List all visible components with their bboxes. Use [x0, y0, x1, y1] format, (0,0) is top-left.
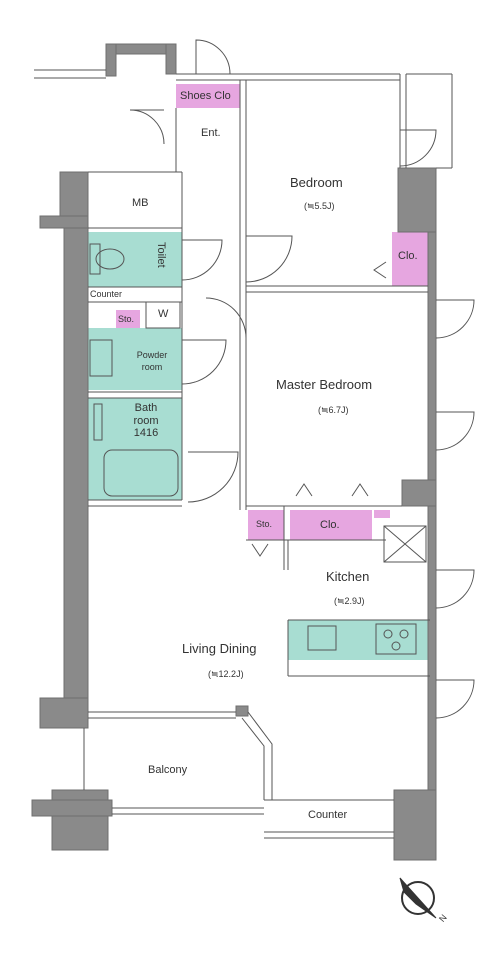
kitchen-label: Kitchen — [326, 569, 370, 584]
wall — [105, 43, 117, 77]
bedroom-closet-area — [392, 232, 428, 286]
fridge-space — [383, 525, 427, 563]
storage-label: Sto. — [256, 519, 273, 529]
closet-door[interactable] — [351, 483, 369, 497]
kitchen-counter-area — [288, 620, 430, 660]
compass-icon — [399, 877, 437, 919]
entrance-label: Ent. — [201, 127, 221, 139]
wall — [165, 43, 177, 75]
closet-door[interactable] — [295, 483, 313, 497]
bath-door[interactable] — [187, 451, 239, 503]
bedroom-window-door[interactable] — [399, 129, 437, 167]
bedroom-area-label: (≒5.5J) — [304, 201, 335, 211]
partition — [247, 711, 273, 800]
master-door[interactable] — [205, 297, 247, 339]
counter-small-label: Counter — [90, 289, 123, 299]
counter-label: Counter — [308, 809, 348, 821]
mb-label: MB — [132, 197, 149, 209]
master-bedroom-label: Master Bedroom — [276, 377, 373, 392]
toilet-area — [88, 232, 182, 287]
vanity — [89, 339, 113, 377]
bathroom-label: Bath room 1416 — [133, 402, 159, 440]
wall — [397, 167, 437, 233]
wall — [39, 697, 89, 729]
wall — [31, 799, 113, 817]
washer-label: W — [158, 308, 169, 320]
shoes-closet-label: Shoes Clo — [180, 90, 231, 102]
wall — [63, 227, 89, 699]
burner — [399, 629, 409, 639]
wall — [51, 789, 109, 851]
living-dining-area-label: (≒12.2J) — [208, 669, 244, 679]
storage-area — [248, 510, 284, 540]
wall — [393, 789, 437, 861]
living-dining-label: Living Dining — [182, 641, 257, 656]
living-window-door[interactable] — [435, 679, 475, 719]
master-bedroom-area-label: (≒6.7J) — [318, 405, 349, 415]
master-window-door[interactable] — [435, 411, 475, 451]
wall — [427, 231, 437, 503]
stove — [375, 623, 417, 655]
wall — [39, 215, 89, 229]
kitchen-window-door[interactable] — [435, 569, 475, 609]
burner — [383, 629, 393, 639]
master-closet-label: Clo. — [320, 519, 340, 531]
shoes-closet-area — [176, 84, 240, 108]
toilet-tank — [89, 243, 101, 275]
partition — [241, 717, 265, 800]
storage-door[interactable] — [251, 543, 269, 557]
bath-mirror — [93, 403, 103, 441]
bathtub — [103, 449, 179, 497]
washer — [145, 301, 181, 329]
balcony-window-door[interactable] — [435, 299, 475, 339]
wall — [235, 705, 249, 717]
powder-door[interactable] — [181, 339, 227, 385]
toilet-label: Toilet — [155, 242, 167, 268]
wall — [401, 479, 437, 507]
kitchen-area-label: (≒2.9J) — [334, 596, 365, 606]
burner — [391, 641, 401, 651]
bedroom-label: Bedroom — [290, 175, 343, 190]
ent-door[interactable] — [129, 109, 165, 145]
bedroom-closet-door[interactable] — [373, 261, 387, 279]
powder-room-label: Powder room — [136, 350, 168, 372]
powder-room-area — [88, 328, 182, 390]
storage-small-label: Sto. — [118, 314, 135, 324]
shelf-area — [374, 510, 390, 518]
wall — [427, 505, 437, 797]
balcony-label: Balcony — [148, 764, 188, 776]
entrance-door[interactable] — [195, 39, 231, 75]
toilet-bowl — [95, 248, 125, 270]
fridge-x — [383, 525, 427, 563]
storage-small-area — [116, 310, 140, 328]
master-closet-area — [290, 510, 372, 540]
sink — [307, 625, 337, 651]
bedroom-closet-label: Clo. — [398, 250, 418, 262]
bedroom-door[interactable] — [245, 235, 293, 283]
toilet-door[interactable] — [181, 239, 223, 281]
